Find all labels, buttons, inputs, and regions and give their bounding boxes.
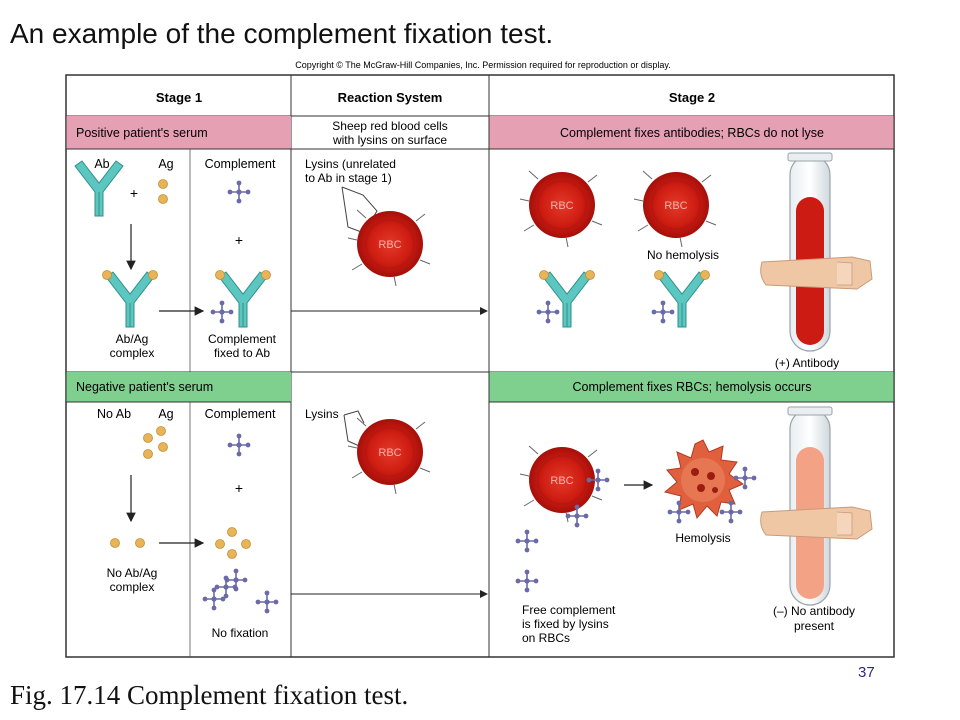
complex-label-line1: Ab/Ag	[116, 332, 149, 346]
negative-tube-label-line1: (–) No antibody	[773, 604, 855, 618]
negative-stage2-label: Complement fixes RBCs; hemolysis occurs	[573, 380, 812, 394]
hemolysis-label: Hemolysis	[675, 531, 730, 545]
antigen-icon	[158, 179, 168, 189]
rbc-icon: RBC	[347, 417, 431, 495]
lysins-label-line2: to Ab in stage 1)	[305, 171, 392, 185]
no-complex-label-line2: complex	[110, 580, 155, 594]
stage2-header: Stage 2	[669, 90, 715, 105]
copyright-notice: Copyright © The McGraw-Hill Companies, I…	[295, 60, 670, 70]
svg-text:RBC: RBC	[378, 239, 401, 251]
svg-text:RBC: RBC	[550, 200, 573, 212]
stage1-header: Stage 1	[156, 90, 202, 105]
sheep-rbc-label-line2: with lysins on surface	[332, 133, 447, 147]
positive-serum-band	[66, 116, 291, 149]
rbc-icon: RBC	[633, 170, 717, 248]
negative-serum-label: Negative patient's serum	[76, 380, 213, 394]
antigen-icon	[110, 538, 120, 548]
page-number: 37	[858, 664, 875, 681]
plus-sign: +	[235, 232, 243, 248]
lysed-rbc-icon	[663, 439, 758, 525]
antigen-icon	[135, 538, 145, 548]
svg-text:RBC: RBC	[664, 200, 687, 212]
no-fixation-label: No fixation	[212, 626, 269, 640]
figure-panel: Copyright © The McGraw-Hill Companies, I…	[62, 57, 897, 660]
ag-label: Ag	[158, 157, 173, 171]
rbc-icon: RBC	[347, 209, 431, 287]
negative-stage2-band	[489, 372, 894, 402]
sheep-rbc-label-line1: Sheep red blood cells	[332, 119, 447, 133]
complement-label: Complement	[205, 157, 276, 171]
rbc-icon: RBC	[519, 445, 603, 523]
lysins-label-line1: Lysins (unrelated	[305, 157, 396, 171]
positive-stage2-label: Complement fixes antibodies; RBCs do not…	[560, 126, 824, 140]
complex-label-line2: complex	[110, 346, 155, 360]
figure-caption: Fig. 17.14 Complement fixation test.	[10, 680, 409, 710]
lysins-label: Lysins	[305, 407, 339, 421]
free-complement-line3: on RBCs	[522, 631, 570, 645]
no-hemolysis-label: No hemolysis	[647, 248, 719, 262]
lysin-connector	[343, 410, 365, 424]
antigen-icon	[158, 194, 168, 204]
rbc-icon: RBC	[519, 170, 603, 248]
plus-sign: +	[235, 480, 243, 496]
complement-label: Complement	[205, 407, 276, 421]
free-complement-line1: Free complement	[522, 603, 616, 617]
svg-text:RBC: RBC	[378, 447, 401, 459]
plus-sign: +	[130, 185, 138, 201]
finger-icon	[760, 506, 873, 540]
negative-tube-label-line2: present	[794, 619, 835, 633]
test-tube-icon	[787, 406, 833, 606]
no-ab-label: No Ab	[97, 407, 131, 421]
negative-serum-band	[66, 372, 291, 402]
ag-label: Ag	[158, 407, 173, 421]
test-tube-icon	[787, 152, 833, 352]
finger-icon	[760, 256, 873, 290]
ab-label: Ab	[94, 157, 109, 171]
positive-tube-label: (+) Antibody	[775, 356, 839, 370]
positive-stage2-band	[489, 116, 894, 149]
no-complex-label-line1: No Ab/Ag	[107, 566, 158, 580]
svg-text:RBC: RBC	[550, 475, 573, 487]
positive-serum-label: Positive patient's serum	[76, 126, 208, 140]
fixed-label-line2: fixed to Ab	[214, 346, 270, 360]
figure-frame	[65, 74, 895, 658]
slide-title: An example of the complement fixation te…	[10, 18, 554, 49]
reaction-system-header: Reaction System	[338, 90, 443, 105]
free-complement-line2: is fixed by lysins	[522, 617, 609, 631]
lysin-connector	[341, 186, 365, 234]
fixed-label-line1: Complement	[208, 332, 277, 346]
